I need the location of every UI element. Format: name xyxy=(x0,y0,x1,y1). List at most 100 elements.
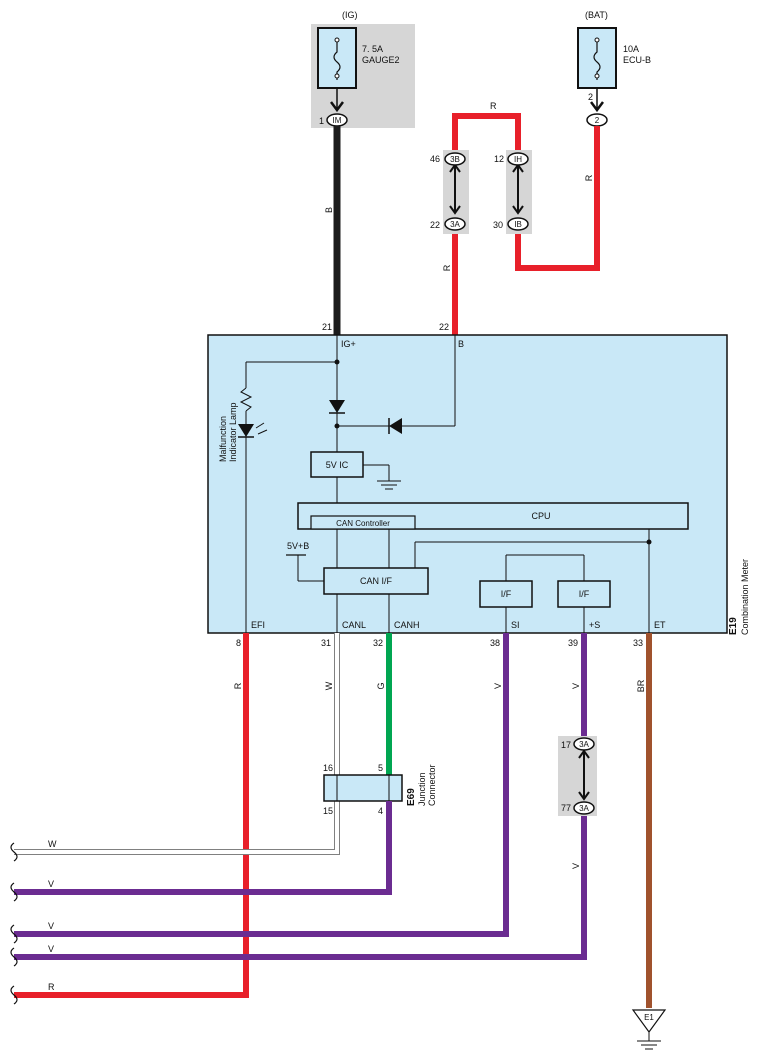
continuation-mark-v3 xyxy=(10,947,18,967)
wire-efi-color-label: R xyxy=(233,682,243,689)
fuse-ig-terminal-top xyxy=(334,37,340,43)
junction-block-2-top-conn-label: IH xyxy=(514,155,522,164)
diode-ig xyxy=(329,400,345,413)
meter-pin-efi-label: EFI xyxy=(251,620,265,630)
junction-block-3-bottom-pin: 77 xyxy=(561,803,571,813)
junction-block-1-bottom-conn-label: 3A xyxy=(450,220,460,229)
fuse-ig-arrow xyxy=(330,101,344,113)
meter-pin-ig-label: IG+ xyxy=(341,339,356,349)
cpu-label: CPU xyxy=(531,511,550,521)
wire-canl-white-core xyxy=(14,633,339,854)
junction-block-1-top-conn xyxy=(444,152,466,166)
mil-led-ray-1 xyxy=(255,422,265,429)
meter-pin-8: 8 xyxy=(236,638,241,648)
meter-pin-b-label: B xyxy=(458,339,464,349)
left-wire-w-label: W xyxy=(48,839,57,849)
jc-pin-5: 5 xyxy=(378,763,383,773)
fuse-bat-arrow xyxy=(590,101,604,113)
junction-block-1-arrow-down xyxy=(449,205,461,215)
junction-block-3-arrow-up xyxy=(578,749,590,759)
wire-plus-s-upper-color-label: V xyxy=(571,683,581,689)
junction-block-2-top-conn xyxy=(507,152,529,166)
continuation-mark-v1 xyxy=(10,882,18,902)
connector-bat-label: 2 xyxy=(595,116,600,125)
meter-pin-22: 22 xyxy=(439,322,449,332)
wire-si-color-label: V xyxy=(493,683,503,689)
ground-e1-label: E1 xyxy=(644,1013,654,1022)
jc-name-line2: Connector xyxy=(427,764,437,806)
junction-block-1-top-conn-label: 3B xyxy=(450,155,460,164)
wire-b-feed-color-label: R xyxy=(442,264,452,271)
junction-block-3-top-conn xyxy=(573,737,595,751)
fuse-ig-group: (IG) 7. 5A GAUGE2 1 IM xyxy=(311,10,415,128)
mil-led xyxy=(238,424,254,437)
meter-name: Combination Meter xyxy=(740,559,750,635)
wire-plus-s-violet-lower xyxy=(14,814,587,960)
junction-connector-e69: 16 5 15 4 E69 Junction Connector xyxy=(323,763,437,816)
connector-im-label: IM xyxy=(333,116,342,125)
junction-block-3: 17 3A 77 3A xyxy=(558,736,597,816)
fuse-ig-terminal-bottom xyxy=(334,73,340,79)
junction-block-2-bottom-conn-label: IB xyxy=(514,220,522,229)
ic-5v-box xyxy=(310,451,364,478)
meter-id: E19 xyxy=(728,617,739,635)
wire-plus-s-lower-color-label: V xyxy=(571,863,581,869)
fuse-bat-pin: 2 xyxy=(588,92,593,102)
wire-bat-top-color-label: R xyxy=(490,101,497,111)
jc-pin-16: 16 xyxy=(323,763,333,773)
mil-led-ray-2 xyxy=(257,429,268,435)
fuse-ig-name: GAUGE2 xyxy=(362,55,400,65)
junction-block-2-top-pin: 12 xyxy=(494,154,504,164)
meter-pin-canh-label: CANH xyxy=(394,620,420,630)
if2-label: I/F xyxy=(579,589,590,599)
ic-5v-label: 5V IC xyxy=(326,460,349,470)
junction-block-3-top-pin: 17 xyxy=(561,740,571,750)
fuse-ig-rating: 7. 5A xyxy=(362,44,383,54)
can-controller-box xyxy=(310,515,416,530)
jc-pin-4: 4 xyxy=(378,806,383,816)
junction-block-3-bottom-conn xyxy=(573,801,595,815)
fuse-ig-symbol xyxy=(333,38,341,80)
junction-block-3-top-conn-label: 3A xyxy=(579,740,589,749)
combination-meter: E19 Combination Meter 21 IG+ 22 B Malfun… xyxy=(207,322,750,648)
fuse-bat-terminal-top xyxy=(594,37,600,43)
can-controller-label: CAN Controller xyxy=(336,519,390,528)
can-if-label: CAN I/F xyxy=(360,576,393,586)
left-wire-v2-label: V xyxy=(48,921,54,931)
junction-block-3-arrow-down xyxy=(578,791,590,801)
supply-5vb-label: 5V+B xyxy=(287,541,309,551)
junction-block-2-arrow-down xyxy=(512,205,524,215)
jc-pin-15: 15 xyxy=(323,806,333,816)
continuation-mark-v2 xyxy=(10,924,18,944)
can-if-box xyxy=(323,567,429,595)
mil-resistor xyxy=(239,387,253,412)
wire-jc-violet xyxy=(14,801,392,895)
if1-label: I/F xyxy=(501,589,512,599)
wire-et-color-label: BR xyxy=(636,679,646,692)
meter-body xyxy=(207,334,728,634)
meter-pin-38: 38 xyxy=(490,638,500,648)
fuse-bat-terminal-bottom xyxy=(594,73,600,79)
mil-label-line1: Malfunction xyxy=(218,416,228,462)
wire-bat-red xyxy=(515,126,600,271)
meter-pin-39: 39 xyxy=(568,638,578,648)
wire-si-violet xyxy=(14,633,509,937)
fuse-bat-symbol xyxy=(593,38,601,80)
jc-body xyxy=(323,774,403,802)
meter-pin-plus-s-label: +S xyxy=(589,620,600,630)
meter-pin-et-label: ET xyxy=(654,620,666,630)
left-wire-r-label: R xyxy=(48,982,55,992)
fuse-bat-supply-label: (BAT) xyxy=(585,10,608,20)
mil-label-line2: Indicator Lamp xyxy=(228,402,238,462)
diode-b xyxy=(389,418,402,434)
continuation-mark-w xyxy=(10,842,18,862)
fuse-bat-rating: 10A xyxy=(623,44,639,54)
junction-block-2-bottom-conn xyxy=(507,217,529,231)
meter-pin-si-label: SI xyxy=(511,620,520,630)
fuse-ig-supply-label: (IG) xyxy=(342,10,358,20)
ground-e1-triangle xyxy=(631,1009,667,1034)
wire-bat-top-red xyxy=(452,113,521,154)
wire-bat-right-color-label: R xyxy=(584,174,594,181)
wire-ig-color-label: B xyxy=(324,207,334,213)
